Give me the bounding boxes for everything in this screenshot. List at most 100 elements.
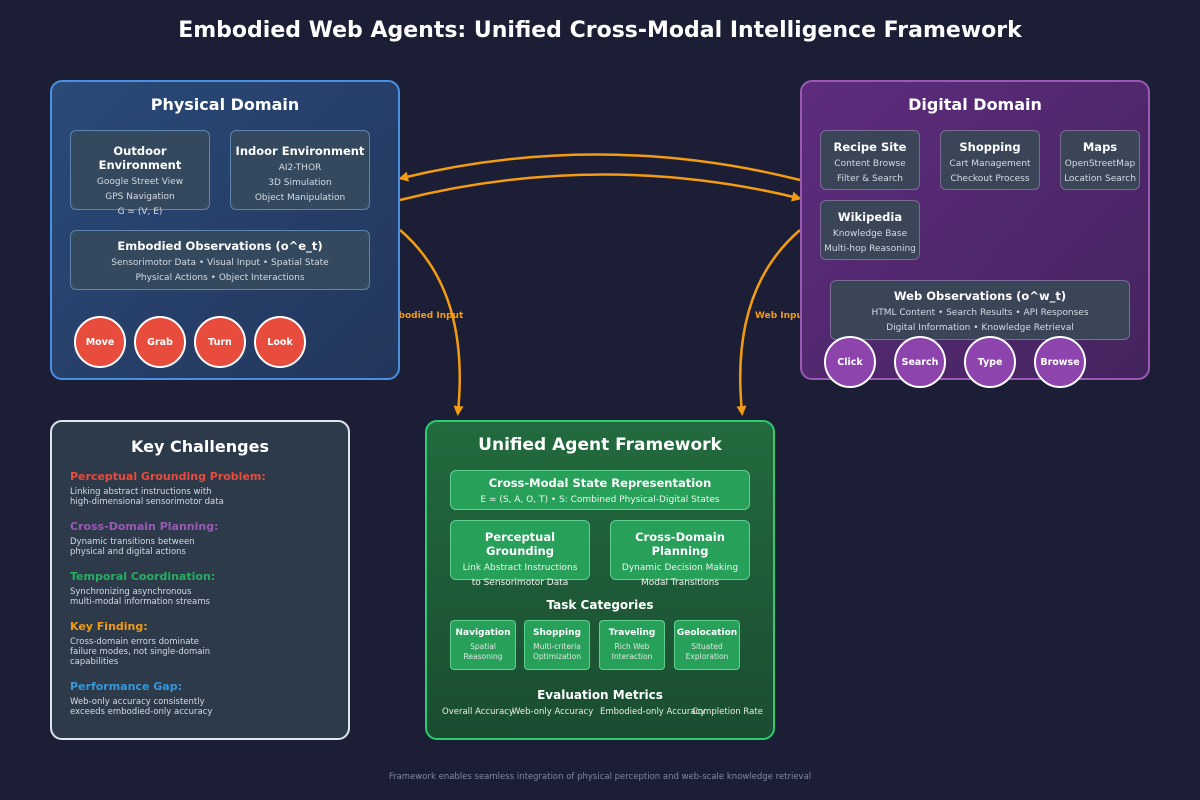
challenge-item: Perceptual Grounding Problem: Linking abs… — [70, 470, 340, 507]
task-title: Geolocation — [676, 628, 738, 638]
task-traveling: Traveling Rich Web Interaction — [599, 620, 665, 670]
task-line: Spatial — [470, 642, 496, 651]
outdoor-line: G = (V, E) — [117, 207, 163, 217]
key-challenges-panel: Key Challenges Perceptual Grounding Prob… — [50, 420, 350, 740]
recipe-line: Content Browse — [834, 159, 906, 169]
click-action-button[interactable]: Click — [824, 336, 876, 388]
challenge-description: physical and digital actions — [70, 547, 186, 557]
footer-caption: Framework enables seamless integration o… — [388, 772, 812, 782]
web-observations-line: HTML Content • Search Results • API Resp… — [871, 308, 1089, 318]
embodied-observations-line: Sensorimotor Data • Visual Input • Spati… — [111, 258, 329, 268]
challenge-description: Linking abstract instructions with — [70, 487, 212, 497]
metric-web-only-accuracy: Web-only Accuracy — [512, 707, 594, 717]
challenge-description: Cross-domain errors dominate — [70, 637, 200, 647]
wikipedia-site-box: Wikipedia Knowledge Base Multi-hop Reaso… — [820, 200, 920, 260]
recipe-line: Filter & Search — [837, 174, 903, 184]
recipe-site-box: Recipe Site Content Browse Filter & Sear… — [820, 130, 920, 190]
embodied-observations-title: Embodied Observations (o^e_t) — [117, 239, 323, 253]
task-title: Shopping — [533, 628, 581, 638]
search-action-button[interactable]: Search — [894, 336, 946, 388]
outdoor-environment-box: Outdoor Environment Google Street View G… — [70, 130, 210, 217]
cross-modal-state-box: Cross-Modal State Representation E = (S,… — [450, 470, 750, 510]
challenge-item: Temporal Coordination: Synchronizing asyn… — [70, 570, 340, 607]
maps-line: Location Search — [1064, 174, 1136, 184]
task-line: Situated — [691, 642, 723, 651]
embodied-observations-line: Physical Actions • Object Interactions — [135, 273, 305, 283]
page-title: Embodied Web Agents: Unified Cross-Modal… — [178, 18, 1022, 43]
challenge-heading: Performance Gap: — [70, 680, 182, 693]
shopping-line: Cart Management — [949, 159, 1031, 169]
metric-overall-accuracy: Overall Accuracy — [442, 707, 514, 717]
arrow-web-input — [736, 229, 801, 416]
task-shopping: Shopping Multi-criteria Optimization — [524, 620, 590, 670]
physical-domain-title: Physical Domain — [150, 95, 300, 114]
outdoor-title: Outdoor Environment — [98, 144, 182, 172]
perceptual-grounding-line: Link Abstract Instructions — [462, 563, 578, 573]
task-line: Multi-criteria — [533, 642, 581, 651]
wikipedia-title: Wikipedia — [837, 210, 903, 224]
browse-action-button[interactable]: Browse — [1034, 336, 1086, 388]
challenge-heading: Perceptual Grounding Problem: — [70, 470, 266, 483]
indoor-line: Object Manipulation — [254, 193, 346, 203]
challenge-description: capabilities — [70, 657, 119, 667]
wikipedia-line: Multi-hop Reasoning — [824, 244, 916, 254]
perceptual-grounding-box: Perceptual Grounding Link Abstract Instr… — [450, 520, 590, 588]
digital-domain-title: Digital Domain — [908, 95, 1042, 114]
challenge-description: failure modes, not single-domain — [70, 647, 211, 657]
challenge-item: Performance Gap:Web-only accuracy consis… — [70, 680, 340, 717]
shopping-title: Shopping — [959, 140, 1021, 154]
task-line: Optimization — [533, 652, 581, 661]
task-navigation: Navigation Spatial Reasoning — [450, 620, 516, 670]
evaluation-metrics-title: Evaluation Metrics — [537, 688, 663, 702]
challenge-description: high-dimensional sensorimotor data — [70, 497, 224, 507]
turn-action-button[interactable]: Turn — [194, 316, 246, 368]
recipe-title: Recipe Site — [833, 140, 907, 154]
arrow-physical-to-digital — [399, 173, 802, 202]
indoor-title: Indoor Environment — [235, 144, 365, 158]
grab-action-button[interactable]: Grab — [134, 316, 186, 368]
perceptual-grounding-line: to Sensorimotor Data — [471, 578, 569, 588]
task-line: Reasoning — [463, 652, 503, 661]
challenge-item: Key Finding:Cross-domain errors dominate… — [70, 620, 340, 667]
indoor-line: 3D Simulation — [268, 178, 332, 188]
maps-title: Maps — [1082, 140, 1118, 154]
type-action-button[interactable]: Type — [964, 336, 1016, 388]
cross-domain-planning-line: Modal Transitions — [640, 578, 720, 588]
task-title: Traveling — [608, 628, 656, 638]
task-categories-title: Task Categories — [546, 598, 654, 612]
embodied-observations-box: Embodied Observations (o^e_t) Sensorimot… — [70, 230, 370, 290]
challenge-description: Dynamic transitions between — [70, 537, 195, 547]
move-action-button[interactable]: Move — [74, 316, 126, 368]
metric-embodied-only-accuracy: Embodied-only Accuracy — [600, 707, 706, 717]
outdoor-line: GPS Navigation — [105, 192, 175, 202]
embodied-input-label: Embodied Input — [383, 311, 464, 321]
challenge-description: multi-modal information streams — [70, 597, 210, 607]
shopping-site-box: Shopping Cart Management Checkout Proces… — [940, 130, 1040, 190]
challenge-description: Synchronizing asynchronous — [70, 587, 192, 597]
task-title: Navigation — [455, 628, 511, 638]
challenge-heading: Temporal Coordination: — [70, 570, 216, 583]
challenge-heading: Cross-Domain Planning: — [70, 520, 219, 533]
cross-domain-planning-box: Cross-Domain Planning Dynamic Decision M… — [610, 520, 750, 588]
indoor-line: AI2-THOR — [278, 163, 322, 173]
wikipedia-line: Knowledge Base — [832, 229, 908, 239]
metric-completion-rate: Completion Rate — [692, 707, 763, 717]
shopping-line: Checkout Process — [950, 174, 1030, 184]
web-input-label: Web Input — [755, 311, 808, 321]
maps-line: OpenStreetMap — [1064, 159, 1136, 169]
unified-framework-title: Unified Agent Framework — [478, 435, 722, 455]
web-observations-line: Digital Information • Knowledge Retrieva… — [886, 323, 1074, 333]
arrow-digital-to-physical — [398, 153, 801, 182]
challenge-description: exceeds embodied-only accuracy — [70, 707, 213, 717]
indoor-environment-box: Indoor Environment AI2-THOR 3D Simulatio… — [230, 130, 370, 210]
task-geolocation: Geolocation Situated Exploration — [674, 620, 740, 670]
cross-domain-planning-line: Dynamic Decision Making — [621, 563, 739, 573]
cross-domain-planning-title: Cross-Domain Planning — [635, 530, 725, 558]
task-line: Interaction — [611, 652, 653, 661]
web-observations-box: Web Observations (o^w_t) HTML Content • … — [830, 280, 1130, 340]
task-line: Rich Web — [614, 642, 650, 651]
task-line: Exploration — [685, 652, 729, 661]
key-challenges-title: Key Challenges — [131, 437, 269, 456]
look-action-button[interactable]: Look — [254, 316, 306, 368]
